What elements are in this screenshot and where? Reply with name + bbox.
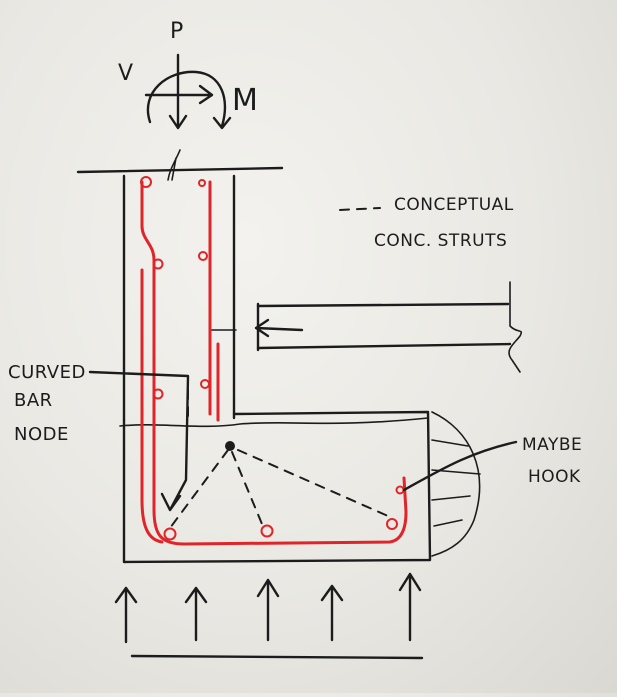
reinforcement [140,176,408,546]
strut-right [237,449,389,517]
main-longitudinal-bar [140,180,408,546]
inner-left-bar [140,268,164,544]
rebar-section [198,251,208,261]
column-top-break-line [76,166,284,174]
callout-curved-bar-node: CURVED BAR NODE [8,362,190,512]
soil-pressure-arrow-4 [320,584,344,642]
rebar-section [386,518,398,530]
beam-top-face [256,302,510,308]
soil-pressure-arrow-2 [184,586,208,642]
rebar-section [163,527,177,541]
rebar-section [395,485,405,495]
soil-pressure [114,572,424,660]
rebar-section [198,179,206,187]
shear-load-arrow [144,84,214,105]
curved-bar-label-line3: NODE [14,424,69,445]
rebar-section [152,258,164,270]
beam-right-break [508,281,523,373]
load-m-label: M [232,83,258,118]
footing-top-joint [119,417,429,428]
footing-break-hatch [431,439,481,527]
rebar-section [152,388,164,400]
moment-arrow [146,70,232,130]
applied-loads: P V M [118,19,258,130]
load-v-label: V [118,61,134,86]
strut-system [169,375,389,529]
legend: CONCEPTUAL CONC. STRUTS [339,195,514,251]
maybe-hook-label-line2: HOOK [528,467,581,487]
legend-text-line2: CONC. STRUTS [374,231,507,251]
curved-bar-label-line2: BAR [14,390,53,411]
column-top-break-mark [167,149,181,181]
strut-middle [231,451,263,525]
footing-outline [119,410,481,564]
rebar-section [200,379,210,389]
legend-dash-sample [339,207,381,211]
maybe-hook-label-line1: MAYBE [522,435,582,455]
soil-pressure-arrow-1 [114,586,138,644]
curved-bar-label-line1: CURVED [8,362,86,383]
load-p-label: P [170,19,184,44]
soil-pressure-baseline [130,654,424,660]
rebar-section [260,524,274,538]
column-outline [122,174,236,422]
callout-maybe-hook: MAYBE HOOK [402,435,582,492]
beam-outline [211,281,523,373]
rebar-section [140,176,152,188]
soil-pressure-arrow-5 [398,572,422,642]
footing-right-break [431,411,481,557]
compression-node [225,441,235,451]
legend-text-line1: CONCEPTUAL [394,195,514,215]
maybe-hook-leader [402,440,518,492]
beam-load-arrow [254,318,304,338]
beam-bottom-face [256,342,512,350]
soil-pressure-arrow-3 [256,578,280,642]
curved-bar-leader [88,370,190,512]
axial-load-arrow [168,53,188,130]
strut-left [169,449,229,529]
footing-boundary [122,410,432,564]
